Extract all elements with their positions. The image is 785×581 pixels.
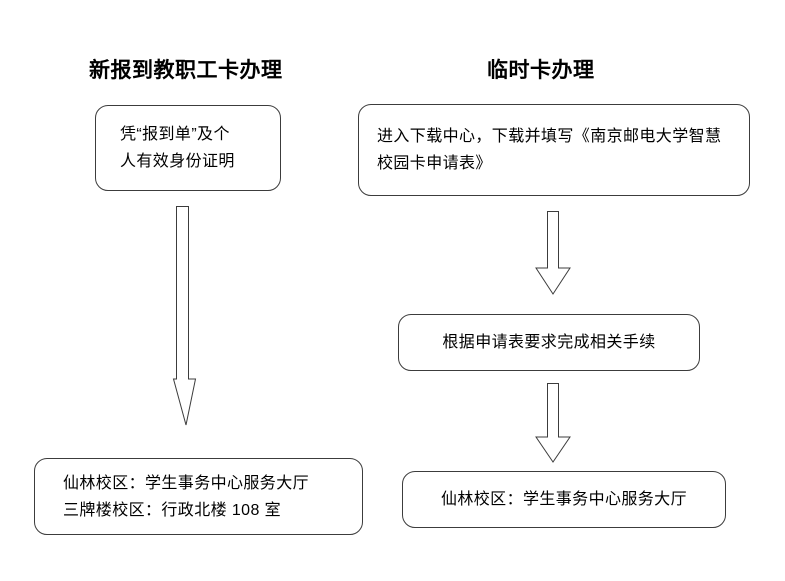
process-box-right-step-1-line-2: 校园卡申请表》 — [377, 155, 492, 172]
column-title-temporary-card: 临时卡办理 — [487, 58, 595, 82]
process-box-right-step-1-line-1: 进入下载中心，下载并填写《南京邮电大学智慧 — [377, 128, 722, 145]
process-box-right-step-2-line-1: 根据申请表要求完成相关手续 — [442, 334, 656, 351]
process-box-left-step-2-line-2: 三牌楼校区：行政北楼 108 室 — [63, 501, 281, 519]
process-box-right-step-3: 仙林校区：学生事务中心服务大厅 — [402, 471, 726, 528]
arrow-right-step1-to-step2 — [535, 211, 571, 295]
arrow-right-step2-to-step3 — [535, 383, 571, 463]
process-box-left-step-2: 仙林校区：学生事务中心服务大厅 三牌楼校区：行政北楼 108 室 — [34, 458, 363, 535]
process-box-left-step-2-line-1: 仙林校区：学生事务中心服务大厅 — [63, 474, 310, 492]
process-box-left-step-1: 凭“报到单”及个 人有效身份证明 — [95, 105, 281, 191]
process-box-right-step-3-line-1: 仙林校区：学生事务中心服务大厅 — [440, 491, 687, 508]
arrow-left-step1-to-step2 — [172, 206, 197, 426]
process-box-left-step-1-line-2: 人有效身份证明 — [120, 153, 235, 170]
process-box-left-step-1-line-1: 凭“报到单”及个 — [120, 126, 230, 143]
column-title-new-staff-card: 新报到教职工卡办理 — [89, 58, 283, 82]
process-box-right-step-2: 根据申请表要求完成相关手续 — [398, 314, 700, 371]
process-box-right-step-1: 进入下载中心，下载并填写《南京邮电大学智慧 校园卡申请表》 — [358, 104, 750, 196]
